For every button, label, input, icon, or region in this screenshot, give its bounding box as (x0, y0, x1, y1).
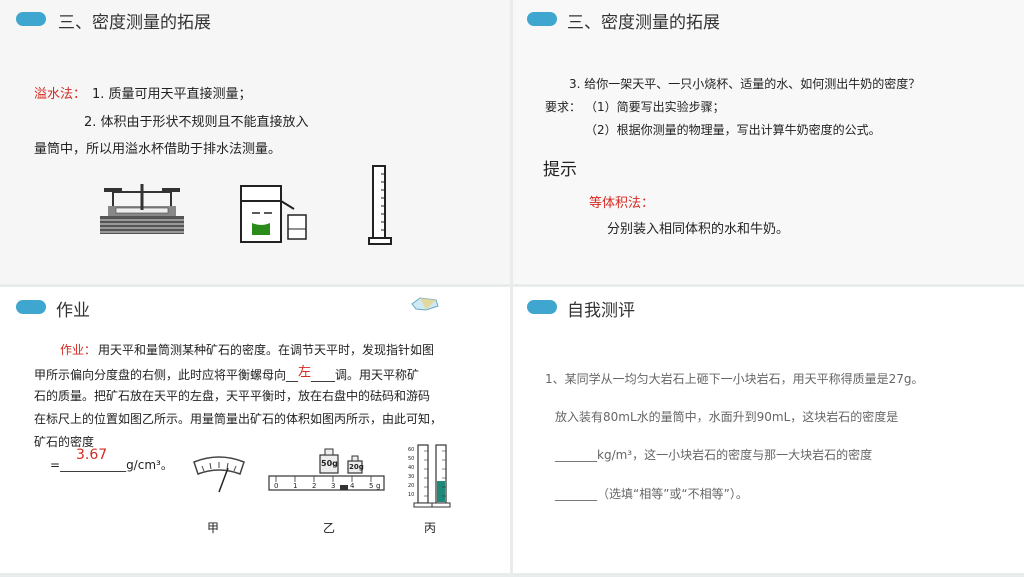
slide-title: 自我测评 (567, 301, 635, 321)
graduated-cylinder-illustration (368, 165, 392, 245)
hint-heading: 提示 (543, 160, 577, 180)
slide-homework[interactable]: 作业 作业： 用天平和量筒测某种矿石的密度。在调节天平时，发现指针如图 甲所示偏… (0, 287, 510, 573)
title-pill-icon (16, 300, 46, 314)
cylinder-figure (413, 444, 451, 508)
figure-label-b: 乙 (323, 521, 336, 535)
question-line-3: _______kg/m³，这一小块岩石的密度与那一大块岩石的密度 (555, 448, 873, 462)
hw-line-4: 在标尺上的位置如图乙所示。用量筒量出矿石的体积如图丙所示，由此可知， (34, 412, 443, 426)
question-line-1: 1、某同学从一均匀大岩石上砸下一小块岩石，用天平称得质量是27g。 (545, 372, 924, 386)
weight-20g: 20g (349, 463, 364, 471)
figure-label-a: 甲 (207, 521, 220, 535)
text-line-2: 2. 体积由于形状不规则且不能直接放入 (84, 115, 309, 130)
homework-label: 作业： (60, 343, 97, 357)
method-label: 溢水法： (34, 87, 87, 102)
title-pill-icon (16, 12, 46, 26)
ruler-figure (268, 475, 385, 491)
overflow-cup-illustration (240, 185, 307, 243)
title-pill-icon (527, 12, 557, 26)
hw-line-1: 用天平和量筒测某种矿石的密度。在调节天平时，发现指针如图 (98, 343, 435, 357)
question-text: 3. 给你一架天平、一只小烧杯、适量的水、如何测出牛奶的密度？ (569, 77, 921, 91)
density-answer-line: =___________g/cm³。 (50, 458, 173, 472)
hw-line-5: 矿石的密度 (34, 435, 95, 449)
question-line-4: _______（选填“相等”或“不相等”）。 (555, 487, 748, 501)
slide-title: 三、密度测量的拓展 (58, 13, 211, 33)
text-line-1: 1. 质量可用天平直接测量； (92, 87, 252, 102)
slide-overflow-method[interactable]: 三、密度测量的拓展 溢水法： 1. 质量可用天平直接测量； 2. 体积由于形状不… (0, 0, 510, 284)
weights-figure (319, 448, 363, 474)
weight-50g: 50g (321, 459, 338, 468)
slide-title: 三、密度测量的拓展 (567, 13, 720, 33)
cylinder-tick-labels: 60 50 40 30 20 10 (408, 447, 415, 498)
slide-milk-density[interactable]: 三、密度测量的拓展 3. 给你一架天平、一只小烧杯、适量的水、如何测出牛奶的密度… (513, 0, 1024, 284)
figure-label-c: 丙 (424, 521, 437, 535)
method-text: 分别装入相同体积的水和牛奶。 (607, 222, 790, 237)
density-answer-value: 3.67 (76, 447, 108, 463)
title-pill-icon (527, 300, 557, 314)
method-label: 等体积法： (589, 196, 655, 211)
requirement-2: （2）根据你测量的物理量，写出计算牛奶密度的公式。 (585, 123, 881, 137)
hw-line-2: 甲所示偏向分度盘的右侧，此时应将平衡螺母向__左____调。用天平称矿 (34, 365, 420, 382)
crystal-icon (411, 297, 439, 311)
slide-title: 作业 (56, 301, 90, 321)
answer-direction: 左 (298, 365, 312, 380)
requirement-label: 要求： (545, 100, 582, 114)
hw-line-3: 石的质量。把矿石放在天平的左盘，天平平衡时，放在右盘中的砝码和游码 (34, 389, 431, 403)
text-line-3: 量筒中，所以用溢水杯借助于排水法测量。 (34, 142, 282, 157)
pointer-dial-figure (193, 456, 245, 493)
requirement-1: （1）简要写出实验步骤； (585, 100, 725, 114)
question-line-2: 放入装有80mL水的量筒中，水面升到90mL，这块岩石的密度是 (555, 410, 899, 424)
balance-illustration (100, 184, 184, 234)
ruler-tick-labels: 0 1 2 3 4 5 g (274, 482, 381, 490)
slide-self-assessment[interactable]: 自我测评 1、某同学从一均匀大岩石上砸下一小块岩石，用天平称得质量是27g。 放… (513, 287, 1024, 573)
